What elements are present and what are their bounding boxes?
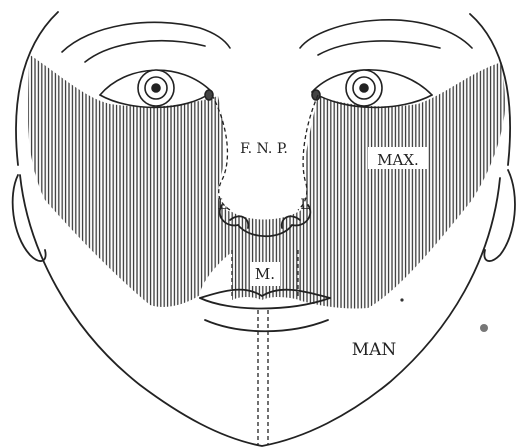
right-brow-inner (318, 41, 440, 55)
lateral-label-right: L (300, 197, 309, 213)
medial-label: M. (255, 265, 275, 283)
chin-fold (205, 320, 328, 331)
eyes-group (62, 20, 472, 108)
lateral-label-left: L (217, 197, 226, 213)
left-brow-inner (85, 41, 205, 62)
right-brow (300, 20, 472, 48)
ink-speck (480, 324, 488, 332)
fnp-label: F. N. P. (240, 141, 288, 157)
ink-speck-small (400, 298, 403, 301)
man-label: MAN (352, 340, 397, 360)
medial-nasal-region (232, 212, 300, 300)
maxillary-region-left (28, 55, 232, 307)
left-brow (62, 22, 230, 52)
max-label: MAX. (377, 151, 419, 169)
